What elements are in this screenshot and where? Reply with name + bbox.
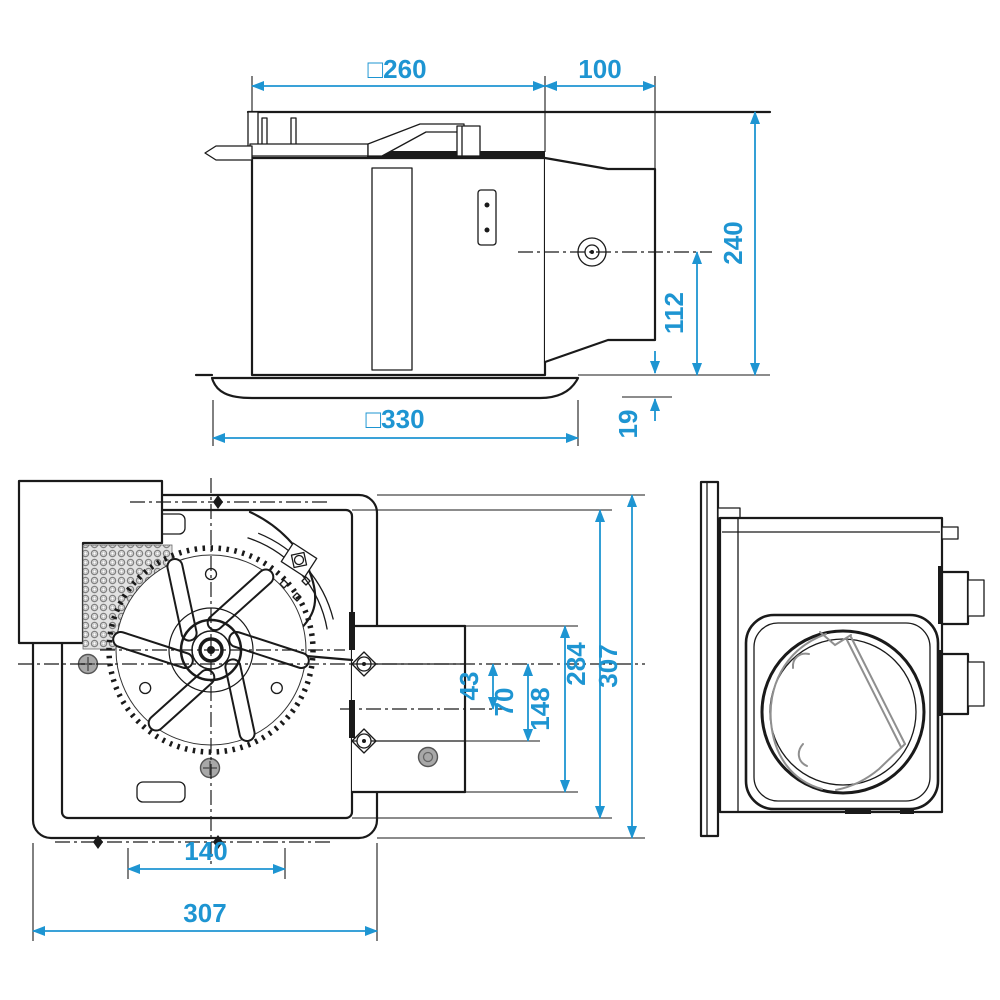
detail-mark-3 (301, 576, 311, 586)
dim-body-width: □260 (367, 54, 426, 84)
terminal-block-bottom (940, 652, 985, 716)
duct-clip-top (349, 612, 355, 650)
body-step (717, 507, 741, 519)
dim-center-to-duct-axis: 43 (454, 672, 484, 701)
dim-duct-center-height: 112 (659, 292, 689, 334)
bolt-marker-top (213, 495, 223, 509)
dim-body-depth: 284 (561, 642, 591, 686)
flange-screw-bottom (351, 728, 377, 754)
dim-mounting-pitch: 140 (184, 836, 227, 866)
dim-center-to-duct-edge: 70 (489, 688, 519, 717)
body-tab-bottom (136, 781, 186, 803)
terminal-step (941, 526, 959, 540)
label-slot (371, 167, 413, 371)
dim-overall-width: 307 (183, 898, 226, 928)
bolt-marker-bottom-center (213, 835, 223, 849)
duct-screw (417, 746, 439, 768)
front-dimensions: □260 100 240 112 19 □330 (212, 54, 760, 443)
backdraft-damper (769, 631, 906, 791)
plan-extension-lines (32, 494, 645, 941)
junction-box (17, 479, 164, 645)
detail-mark-1 (279, 579, 289, 589)
dim-duct-section-depth: 148 (525, 687, 555, 730)
hanger-rail-arm (204, 145, 253, 161)
ceiling-trim-panel (210, 376, 580, 400)
front-view: □260 100 240 112 19 □330 (194, 54, 772, 446)
ceiling-panel-side (699, 480, 720, 838)
dim-panel-width: □330 (365, 404, 424, 434)
terminal-gasket-bottom (938, 650, 943, 716)
dim-duct-length: 100 (578, 54, 621, 84)
side-view (699, 480, 985, 838)
dim-overall-depth: 307 (593, 644, 623, 687)
plate-rivet-bottom (484, 227, 490, 233)
duct-clip-bottom (349, 700, 355, 738)
dim-overall-height: 240 (718, 221, 748, 264)
rating-plate (477, 189, 497, 246)
bezel-foot-left (845, 809, 871, 814)
mounting-screw-bottom (199, 757, 221, 779)
plate-rivet-top (484, 202, 490, 208)
bezel-foot-right (900, 809, 914, 814)
plan-view: 140 307 43 70 148 284 307 (17, 478, 645, 941)
detail-mark-2 (292, 592, 302, 602)
duct-opening (760, 629, 926, 795)
terminal-block-top (940, 570, 985, 626)
body-top-seam (367, 151, 545, 158)
dim-panel-projection: 19 (613, 410, 643, 439)
scroll-bracket-plate (280, 542, 318, 578)
mounting-bracket (246, 110, 772, 157)
bolt-marker-bottom-left (93, 835, 103, 849)
plan-dimensions: 140 307 43 70 148 284 307 (32, 494, 637, 936)
terminal-gasket-top (938, 566, 943, 624)
duct-bezel-inner (753, 622, 931, 802)
